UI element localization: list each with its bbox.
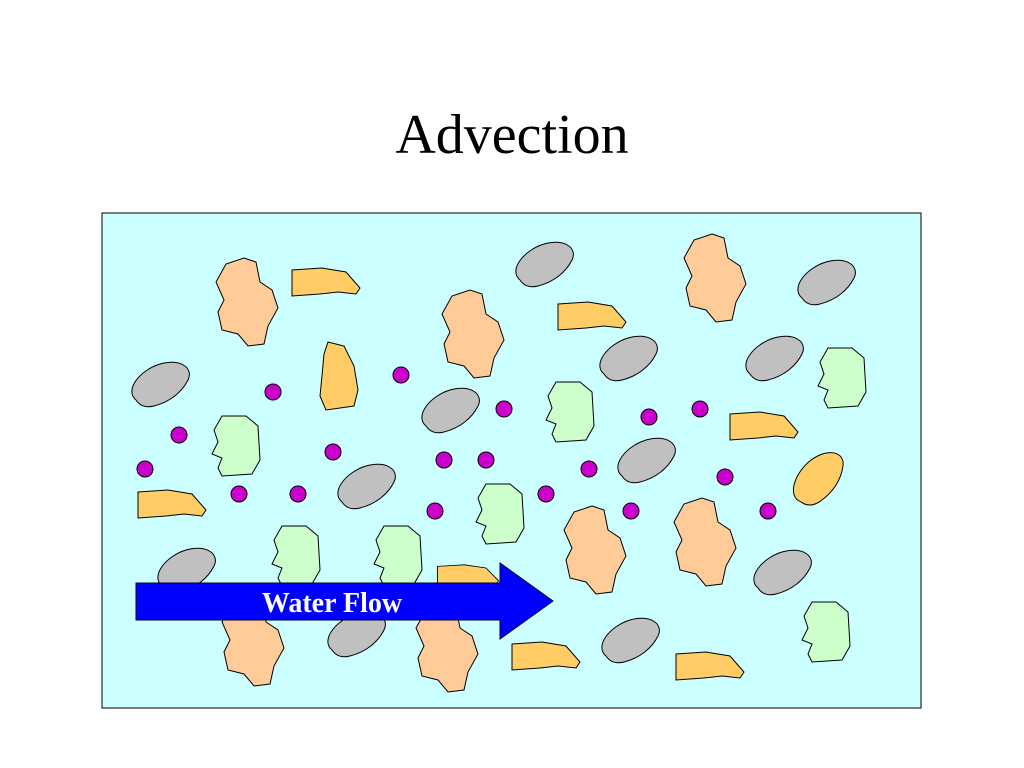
solute-dot	[170, 426, 188, 444]
solute-dot	[691, 400, 709, 418]
solute-particles	[136, 366, 777, 520]
solute-dot	[136, 460, 154, 478]
solute-dot	[264, 383, 282, 401]
solute-dot	[537, 485, 555, 503]
green-particle	[211, 415, 261, 477]
water-flow-arrow: Water Flow	[135, 562, 554, 640]
green-particle	[271, 525, 321, 587]
solute-dot	[477, 451, 495, 469]
green-particle	[801, 601, 851, 663]
solute-dot	[495, 400, 513, 418]
green-particle	[475, 483, 525, 545]
solute-dot	[435, 451, 453, 469]
green-particle	[545, 381, 595, 443]
solute-dot	[426, 502, 444, 520]
solute-dot	[622, 502, 640, 520]
solute-dot	[324, 443, 342, 461]
solute-dot	[392, 366, 410, 384]
solute-dot	[580, 460, 598, 478]
solute-dot	[759, 502, 777, 520]
slide-title: Advection	[395, 104, 629, 166]
solute-dot	[289, 485, 307, 503]
flow-label: Water Flow	[262, 588, 403, 619]
solute-dot	[716, 468, 734, 486]
solute-dot	[640, 408, 658, 426]
green-particle	[817, 347, 867, 409]
green-particle	[373, 525, 423, 587]
flow-arrow-shape	[135, 562, 554, 640]
solute-dot	[230, 485, 248, 503]
